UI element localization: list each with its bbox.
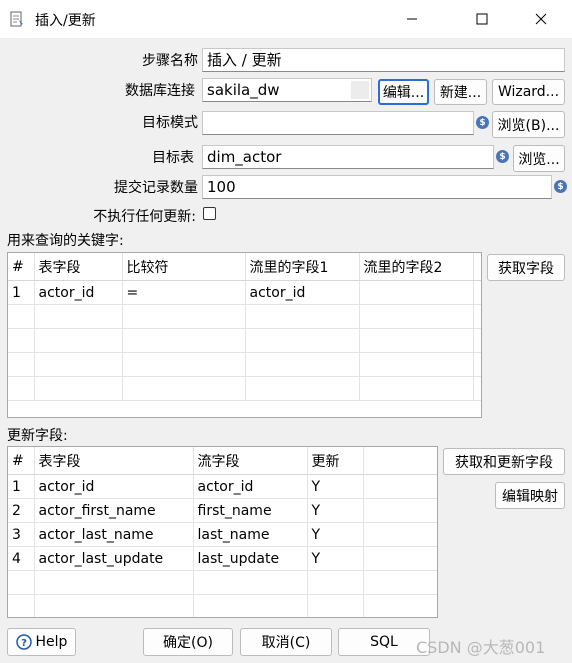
get-fields-button[interactable]: 获取字段 [487,254,565,281]
stream-field-cell[interactable]: last_name [193,522,308,547]
dollar-variable-icon: $ [476,116,489,129]
watermark-text: CSDN @大葱001 [416,638,546,657]
new-connection-button[interactable]: 新建... [434,79,487,105]
table-row[interactable]: 1 actor_id actor_id Y [8,474,437,499]
col-header-num[interactable]: # [8,253,35,281]
browse-table-button[interactable]: 浏览... [513,145,565,172]
edit-connection-button[interactable]: 编辑... [378,79,429,105]
maximize-button[interactable] [459,4,505,34]
update-table-header: # 表字段 流字段 更新 [8,447,437,475]
insert-update-icon [10,11,23,27]
col-header-table-field[interactable]: 表字段 [34,447,194,475]
update-flag-cell[interactable]: Y [307,498,364,523]
col-header-stream-field[interactable]: 流字段 [193,447,308,475]
table-row-empty[interactable] [8,304,481,329]
minimize-icon [407,18,417,20]
target-schema-input[interactable] [202,111,474,135]
db-connection-select[interactable]: sakila_dw [202,78,372,102]
update-flag-cell[interactable]: Y [307,522,364,547]
table-row-empty[interactable] [8,570,437,595]
step-name-label: 步骤名称 [142,53,198,69]
target-schema-label: 目标模式 [142,115,198,131]
help-label: Help [35,634,68,650]
table-field-cell[interactable]: actor_first_name [34,498,194,523]
table-field-cell[interactable]: actor_last_name [34,522,194,547]
table-field-cell[interactable]: actor_id [34,474,194,499]
keys-section-label: 用来查询的关键字: [7,233,124,249]
close-button[interactable] [518,4,564,34]
row-num: 2 [8,498,35,523]
db-connection-label: 数据库连接 [125,83,195,99]
table-field-cell[interactable]: actor_id [34,280,123,305]
col-header-table-field[interactable]: 表字段 [34,253,123,281]
update-flag-cell[interactable]: Y [307,474,364,499]
row-num: 3 [8,522,35,547]
db-connection-value: sakila_dw [207,81,280,99]
stream-field-cell[interactable]: actor_id [193,474,308,499]
table-row-empty[interactable] [8,594,437,617]
table-row-empty[interactable] [8,352,481,377]
target-table-label: 目标表 [152,150,194,166]
stream-field-cell[interactable]: first_name [193,498,308,523]
cancel-button[interactable]: 取消(C) [240,628,332,656]
maximize-icon [476,13,488,25]
stream-field-2-cell[interactable] [359,280,474,305]
col-header-comparator[interactable]: 比较符 [122,253,246,281]
table-row[interactable]: 4 actor_last_update last_update Y [8,546,437,571]
svg-text:?: ? [21,638,27,649]
get-update-fields-button[interactable]: 获取和更新字段 [443,448,565,475]
minimize-button[interactable] [389,4,435,34]
row-num: 1 [8,280,35,305]
commit-size-input[interactable]: 100 [202,175,552,199]
table-field-cell[interactable]: actor_last_update [34,546,194,571]
edit-mapping-button[interactable]: 编辑映射 [495,482,565,509]
stream-field-cell[interactable]: last_update [193,546,308,571]
col-header-stream-field-2[interactable]: 流里的字段2 [359,253,474,281]
ok-button[interactable]: 确定(O) [143,628,233,656]
sql-button[interactable]: SQL [338,628,430,656]
col-header-filler [363,447,437,475]
update-flag-cell[interactable]: Y [307,546,364,571]
update-section-label: 更新字段: [7,428,68,444]
col-header-update[interactable]: 更新 [307,447,364,475]
keys-table[interactable]: # 表字段 比较符 流里的字段1 流里的字段2 1 actor_id = act… [7,252,482,418]
step-name-input[interactable]: 插入 / 更新 [202,48,565,72]
table-row-empty[interactable] [8,328,481,353]
table-row[interactable]: 3 actor_last_name last_name Y [8,522,437,547]
table-row[interactable]: 1 actor_id = actor_id [8,280,481,305]
row-num: 1 [8,474,35,499]
commit-size-label: 提交记录数量 [114,180,198,196]
browse-schema-button[interactable]: 浏览(B)... [492,111,565,138]
table-row-empty[interactable] [8,376,481,401]
question-circle-icon: ? [15,634,32,650]
dollar-variable-icon: $ [496,150,509,163]
comparator-cell[interactable]: = [122,280,246,305]
dropdown-arrow-icon [351,81,369,99]
no-update-label: 不执行任何更新: [93,209,196,225]
target-table-input[interactable]: dim_actor [202,145,494,169]
no-update-checkbox[interactable] [203,207,216,220]
col-header-filler [473,253,481,281]
title-bar: 插入/更新 [0,0,572,38]
help-button[interactable]: ? Help [7,628,76,656]
dollar-variable-icon: $ [554,180,567,193]
wizard-button[interactable]: Wizard... [492,79,565,105]
row-num: 4 [8,546,35,571]
stream-field-1-cell[interactable]: actor_id [245,280,360,305]
close-icon [535,13,547,25]
window-title: 插入/更新 [35,13,96,29]
keys-table-header: # 表字段 比较符 流里的字段1 流里的字段2 [8,253,481,281]
table-row[interactable]: 2 actor_first_name first_name Y [8,498,437,523]
col-header-stream-field-1[interactable]: 流里的字段1 [245,253,360,281]
update-table[interactable]: # 表字段 流字段 更新 1 actor_id actor_id Y 2 act… [7,446,438,618]
col-header-num[interactable]: # [8,447,35,475]
